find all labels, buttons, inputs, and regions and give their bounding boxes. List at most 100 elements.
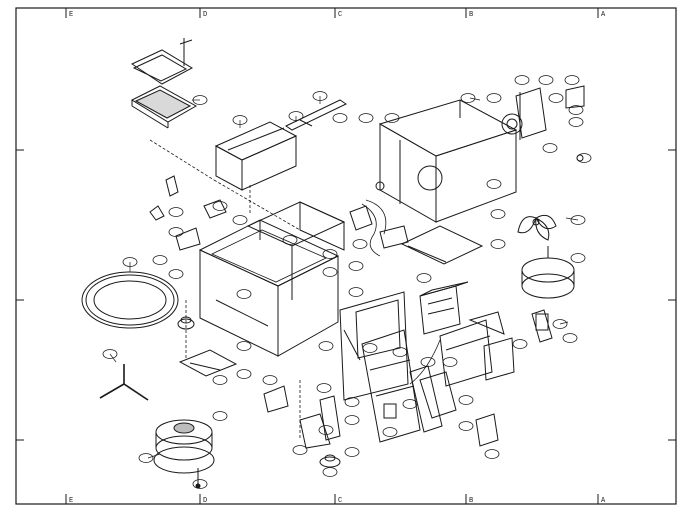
- tick-label-top-2: D: [203, 11, 207, 19]
- callout-circle: [168, 207, 184, 217]
- callout-circle: [288, 111, 304, 121]
- callout-circle: [236, 369, 252, 379]
- callout-circle: [542, 143, 558, 153]
- callout-circle: [512, 339, 528, 349]
- wire-harness: [361, 199, 441, 385]
- callout-circle: [168, 227, 184, 237]
- turntable-motor-assembly: [153, 419, 215, 489]
- assembly-guide-lines: [149, 139, 301, 440]
- callout-circle: [382, 427, 398, 437]
- callout-circle: [570, 215, 586, 225]
- latch-assembly: [501, 85, 585, 140]
- callout-circle: [514, 75, 530, 85]
- magnetron: [419, 281, 469, 335]
- callout-circle: [548, 93, 564, 103]
- shelf-plate: [400, 225, 484, 265]
- callout-circle: [192, 479, 208, 489]
- callout-circle: [420, 357, 436, 367]
- callout-circles: [102, 75, 592, 489]
- tick-label-bottom-4: B: [469, 497, 473, 505]
- tick-label-top-3: C: [338, 11, 342, 19]
- callout-circle: [212, 375, 228, 385]
- callout-circle: [552, 319, 568, 329]
- callout-circle: [362, 343, 378, 353]
- callout-circle: [568, 117, 584, 127]
- callout-circle: [122, 257, 138, 267]
- callout-circle: [152, 255, 168, 265]
- callout-circle: [168, 269, 184, 279]
- tick-label-top-4: B: [469, 11, 473, 19]
- callout-circle: [292, 445, 308, 455]
- callout-circle: [322, 249, 338, 259]
- callout-circle: [486, 179, 502, 189]
- callout-circle: [322, 267, 338, 277]
- small-parts: [149, 154, 584, 468]
- callout-circle: [192, 95, 208, 105]
- tick-label-bottom-2: D: [203, 497, 207, 505]
- tick-label-top-1: E: [69, 11, 73, 19]
- tick-label-bottom-3: C: [338, 497, 342, 505]
- waveguide-cover: [284, 99, 348, 131]
- callout-circle: [236, 341, 252, 351]
- drawing-border: [15, 7, 677, 505]
- callout-circle: [316, 383, 332, 393]
- callout-circle: [576, 153, 592, 163]
- callout-circle: [282, 235, 298, 245]
- callout-circle: [318, 341, 334, 351]
- callout-circle: [232, 115, 248, 125]
- oven-cavity: [246, 201, 346, 300]
- control-board: [361, 329, 421, 443]
- callout-circle: [490, 239, 506, 249]
- tick-label-bottom-5: A: [601, 497, 606, 505]
- turntable-ring: [81, 271, 179, 329]
- callout-circle: [344, 397, 360, 407]
- callout-circle: [322, 467, 338, 477]
- callout-circle: [384, 113, 400, 123]
- callout-circle: [442, 357, 458, 367]
- callout-circle: [318, 425, 334, 435]
- callout-circle: [344, 415, 360, 425]
- callout-circle: [212, 411, 228, 421]
- callout-leaders: [109, 96, 579, 459]
- callout-circle: [570, 253, 586, 263]
- border-ticks: [16, 8, 676, 504]
- callout-circle: [102, 349, 118, 359]
- callout-circle: [538, 75, 554, 85]
- callout-circle: [416, 273, 432, 283]
- callout-circle: [490, 209, 506, 219]
- callout-circle: [236, 289, 252, 299]
- control-panel-frame: [339, 291, 409, 401]
- callout-circle: [562, 333, 578, 343]
- callout-circle: [486, 93, 502, 103]
- tick-label-top-5: A: [601, 11, 606, 19]
- callout-circle: [458, 421, 474, 431]
- callout-circle: [352, 239, 368, 249]
- high-voltage-capacitor: [439, 311, 505, 387]
- turntable-support: [99, 364, 149, 401]
- border-tick-labels: E D C B A E D C B A: [69, 11, 606, 505]
- callout-circle: [138, 453, 154, 463]
- callout-circle: [344, 447, 360, 457]
- callout-circle: [392, 347, 408, 357]
- callout-circle: [484, 449, 500, 459]
- callout-circle: [458, 395, 474, 405]
- callout-circle: [232, 215, 248, 225]
- outer-cabinet-frame: [198, 219, 340, 357]
- callout-circle: [460, 93, 476, 103]
- door-panel-top: [130, 38, 194, 85]
- heater-cover: [214, 121, 298, 191]
- glass-tray: [178, 349, 238, 377]
- callout-circle: [348, 261, 364, 271]
- door-panel: [130, 85, 198, 129]
- callout-circle: [312, 91, 328, 101]
- callout-circle: [262, 375, 278, 385]
- callout-circle: [564, 75, 580, 85]
- rear-bracket: [378, 99, 518, 223]
- fan-blade: [517, 214, 557, 241]
- callout-circle: [332, 113, 348, 123]
- turntable-coupler: [177, 316, 195, 330]
- tick-label-bottom-1: E: [69, 497, 73, 505]
- transformer: [483, 313, 549, 381]
